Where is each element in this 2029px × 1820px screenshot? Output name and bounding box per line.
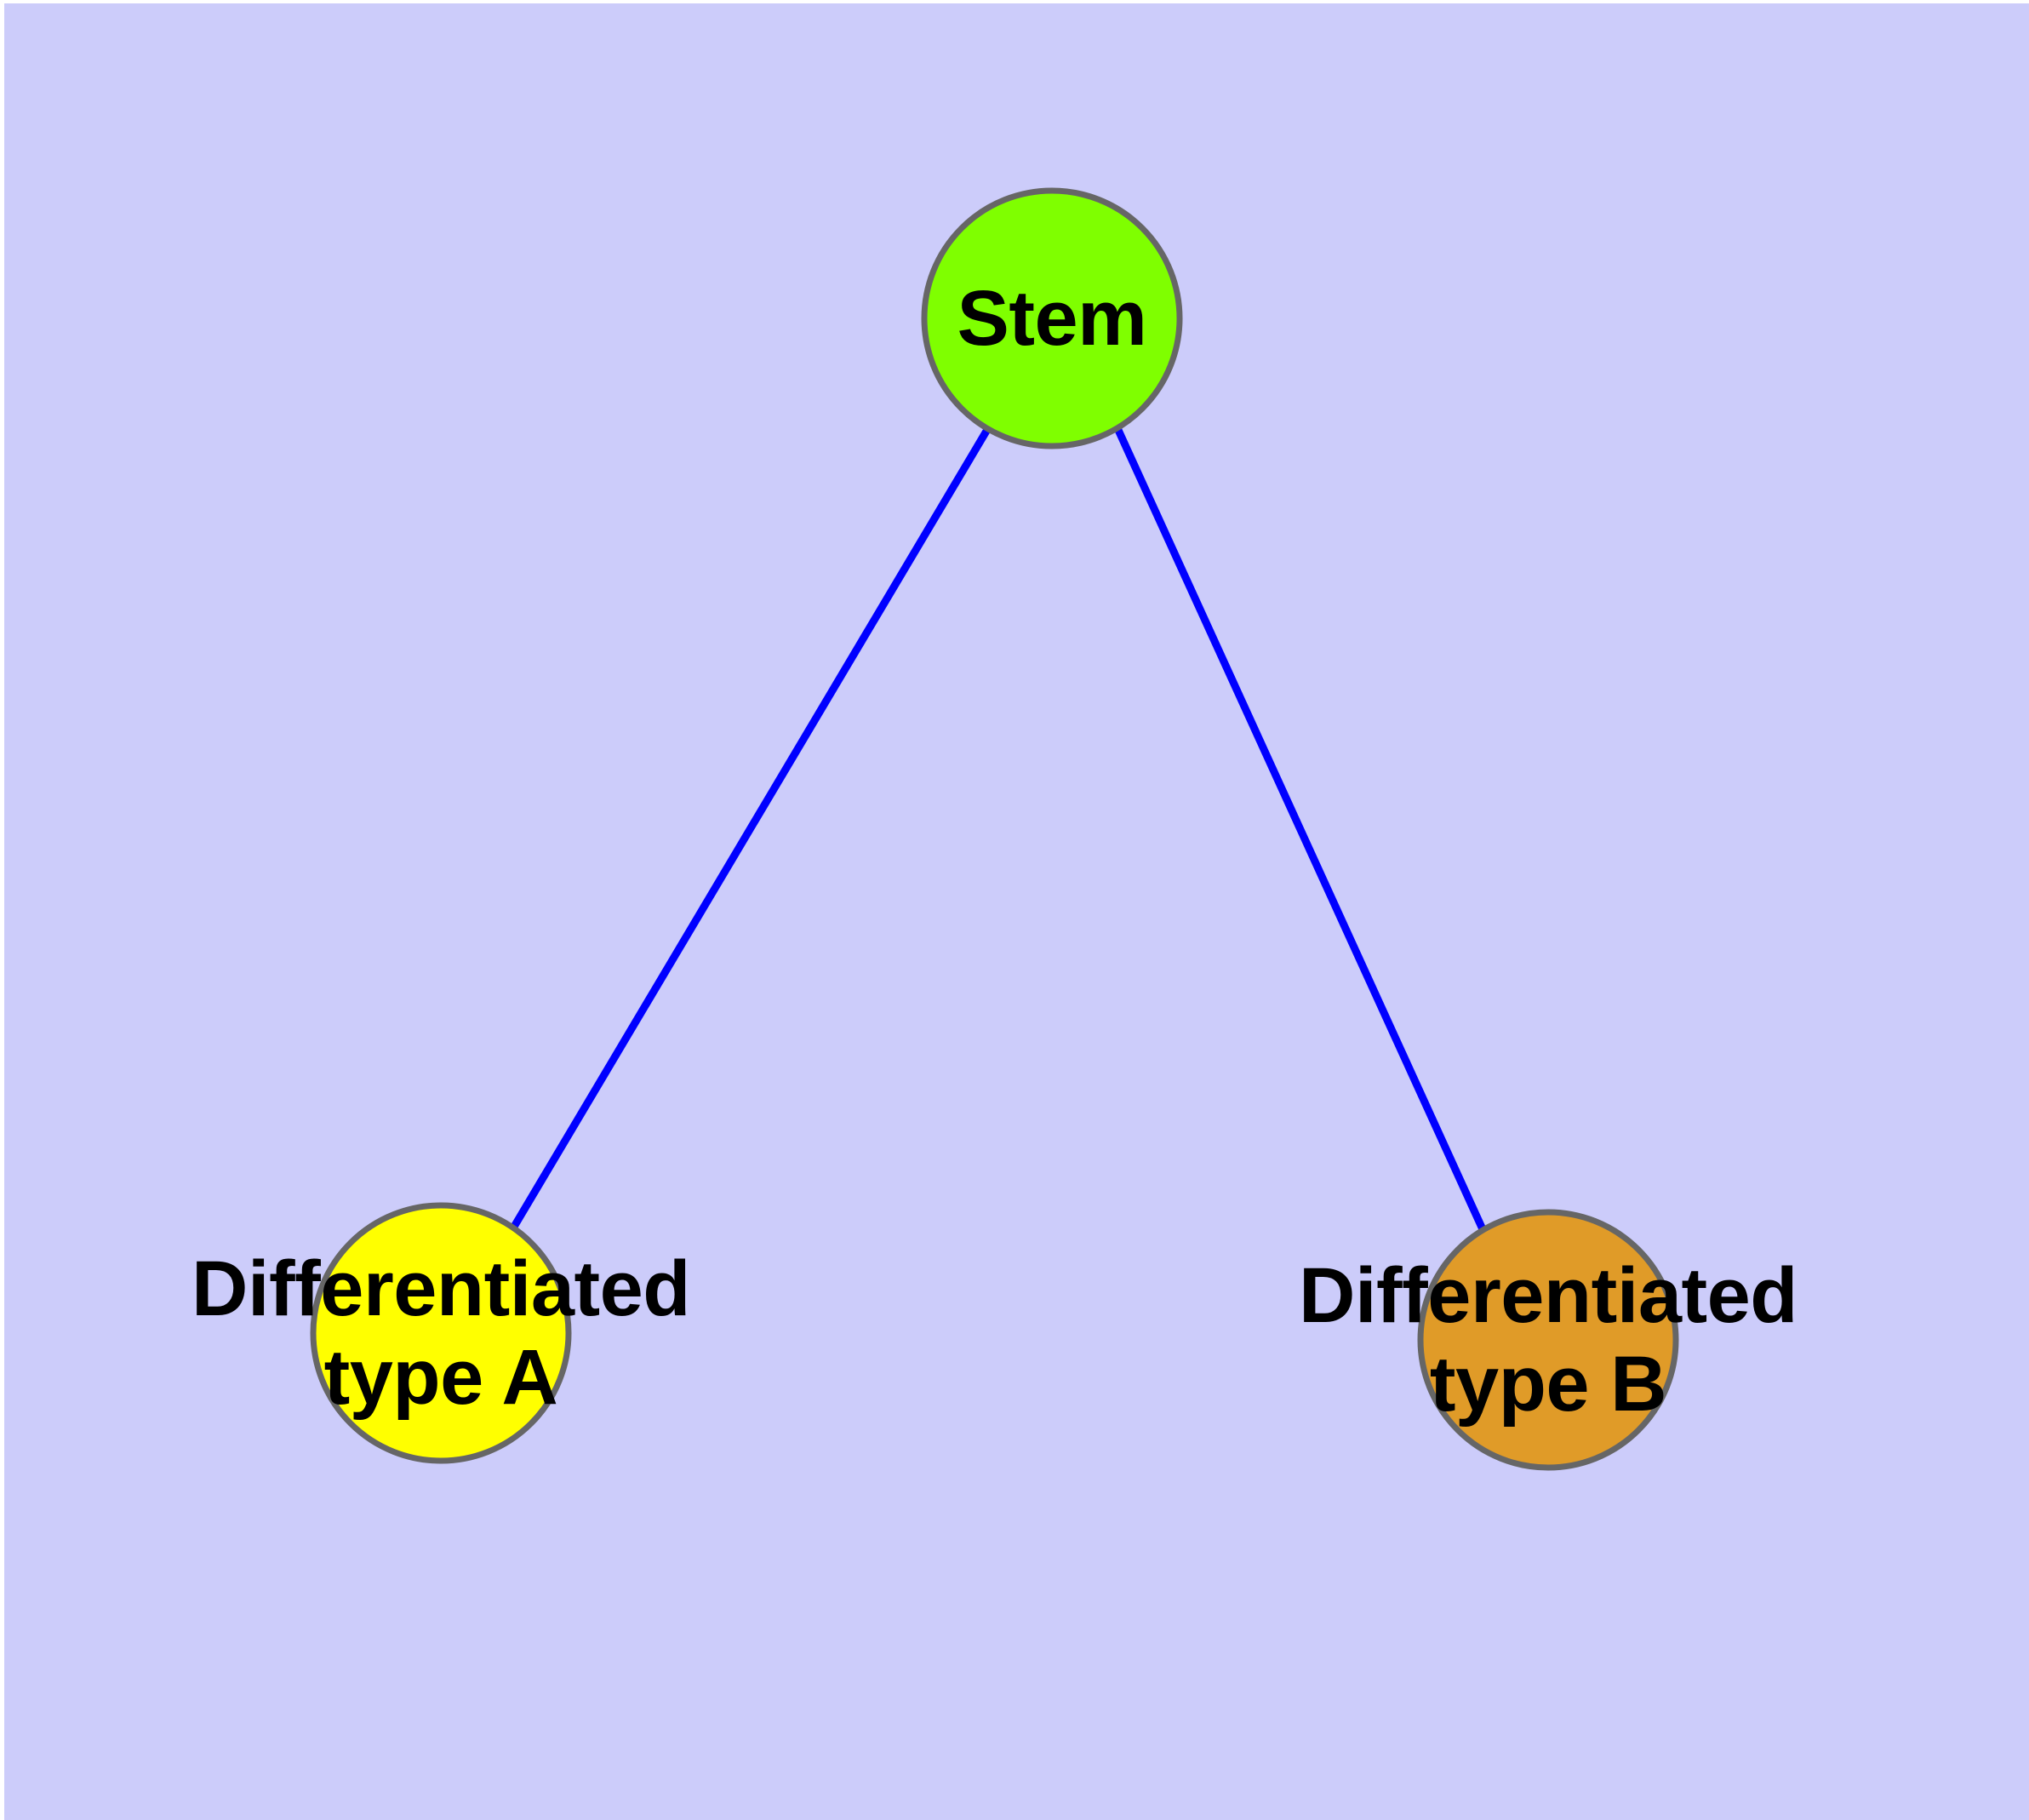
edge-stem-to-diff-a[interactable] bbox=[511, 426, 992, 1229]
node-differentiated-type-a[interactable] bbox=[310, 1202, 572, 1464]
node-layer bbox=[310, 187, 1679, 1471]
node-differentiated-type-b[interactable] bbox=[1417, 1209, 1679, 1471]
edge-layer bbox=[511, 426, 1487, 1231]
edge-stem-to-diff-b[interactable] bbox=[1113, 426, 1487, 1231]
node-stem[interactable] bbox=[921, 187, 1183, 449]
